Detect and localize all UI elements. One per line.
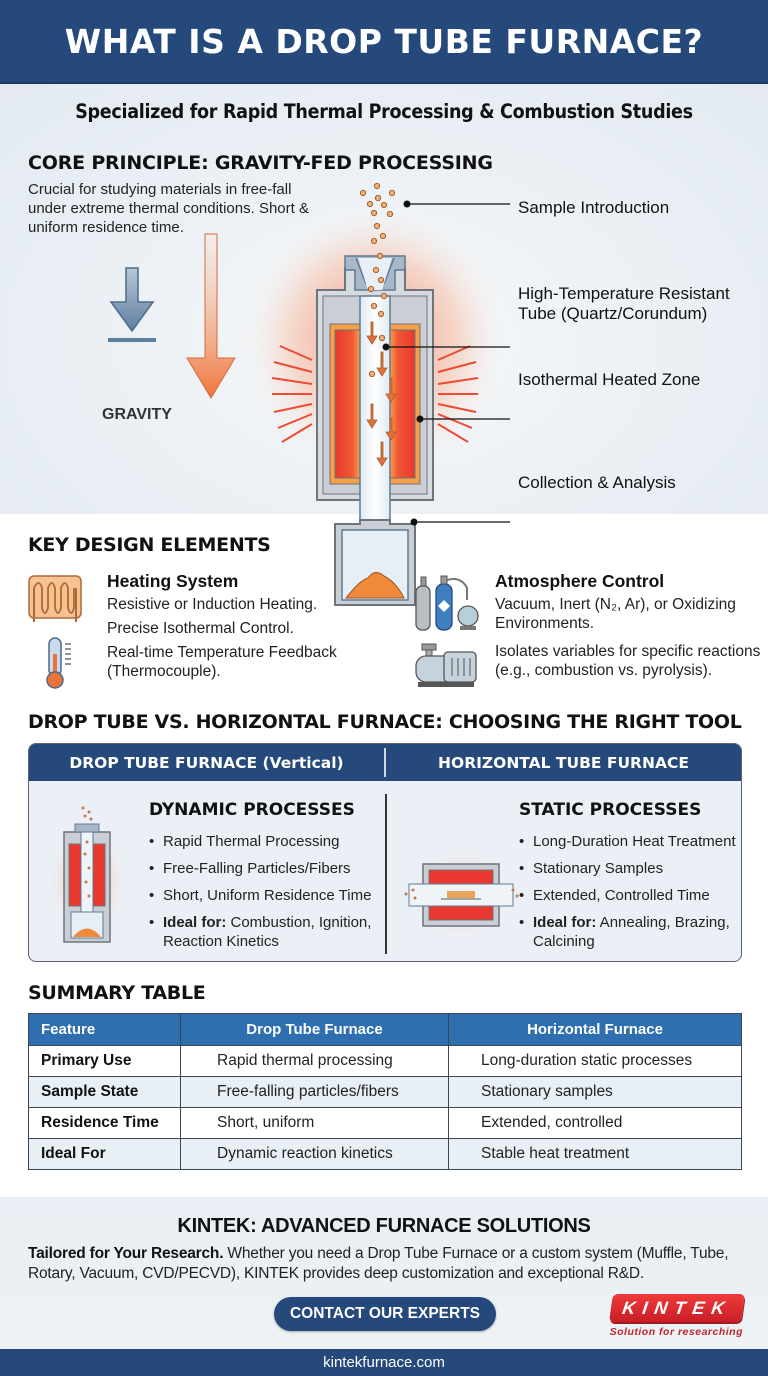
cta-title: KINTEK: ADVANCED FURNACE SOLUTIONS [177, 1215, 591, 1237]
cta-description: Tailored for Your Research. Whether you … [28, 1244, 748, 1284]
comparison-header-row: DROP TUBE FURNACE (Vertical) HORIZONTAL … [29, 744, 741, 781]
list-item: Free-Falling Particles/Fibers [149, 859, 379, 878]
logo-wordmark: KINTEK [609, 1294, 745, 1322]
contact-experts-button[interactable]: CONTACT OUR EXPERTS [274, 1297, 496, 1331]
static-processes-list: Long-Duration Heat Treatment Stationary … [519, 832, 741, 959]
callout-heated-zone: Isothermal Heated Zone [518, 370, 701, 389]
thermometer-icon [46, 637, 71, 689]
title-banner: WHAT IS A DROP TUBE FURNACE? [0, 0, 768, 84]
column-header: Drop Tube Furnace [180, 1013, 449, 1046]
table-row: Primary Use Rapid thermal processing Lon… [28, 1045, 742, 1077]
core-principle-description: Crucial for studying materials in free-f… [28, 181, 309, 236]
table-row: Residence Time Short, uniform Extended, … [28, 1107, 742, 1139]
comparison-heading: DROP TUBE VS. HORIZONTAL FURNACE: CHOOSI… [28, 711, 742, 733]
table-cell: Extended, controlled [448, 1107, 742, 1139]
dynamic-processes-title: DYNAMIC PROCESSES [149, 800, 355, 820]
ideal-label: Ideal for: [163, 914, 227, 931]
atmosphere-line: Isolates variables for specific reaction… [495, 643, 761, 679]
table-cell: Stationary samples [448, 1076, 742, 1108]
mini-horizontal-furnace-icon [404, 846, 519, 942]
ideal-text: Combustion, Ignition, Reaction Kinetics [163, 914, 372, 950]
cta-lead: Tailored for Your Research. [28, 1245, 224, 1262]
callout-collection: Collection & Analysis [518, 473, 676, 492]
subtitle: Specialized for Rapid Thermal Processing… [75, 100, 693, 123]
heating-coil-icon [28, 575, 82, 622]
table-cell: Sample State [28, 1076, 181, 1108]
comparison-panel: DROP TUBE FURNACE (Vertical) HORIZONTAL … [28, 743, 742, 962]
ideal-label: Ideal for: [533, 914, 597, 931]
heating-line: Precise Isothermal Control. [107, 620, 294, 637]
table-row: Ideal For Dynamic reaction kinetics Stab… [28, 1138, 742, 1170]
summary-heading: SUMMARY TABLE [28, 982, 206, 1004]
dynamic-processes-list: Rapid Thermal Processing Free-Falling Pa… [149, 832, 379, 959]
ideal-text: Annealing, Brazing, Calcining [533, 914, 730, 950]
gravity-label: GRAVITY [102, 406, 172, 423]
table-header-row: Feature Drop Tube Furnace Horizontal Fur… [28, 1013, 742, 1046]
column-divider [385, 794, 387, 954]
column-header: Feature [28, 1013, 181, 1046]
table-cell: Ideal For [28, 1138, 181, 1170]
core-principle-heading: CORE PRINCIPLE: GRAVITY-FED PROCESSING [28, 152, 493, 174]
table-cell: Free-falling particles/fibers [180, 1076, 449, 1108]
list-item: Short, Uniform Residence Time [149, 886, 379, 905]
table-cell: Long-duration static processes [448, 1045, 742, 1077]
list-item: Stationary Samples [519, 859, 741, 878]
page-title: WHAT IS A DROP TUBE FURNACE? [64, 21, 704, 61]
table-cell: Short, uniform [180, 1107, 449, 1139]
kintek-logo[interactable]: KINTEK Solution for researching [605, 1294, 745, 1338]
heating-system-block: Heating System Resistive or Induction He… [107, 571, 377, 681]
atmosphere-line: Vacuum, Inert (N₂, Ar), or Oxidizing Env… [495, 596, 736, 632]
cta-section: KINTEK: ADVANCED FURNACE SOLUTIONS Tailo… [0, 1197, 768, 1349]
list-item: Ideal for: Combustion, Ignition, Reactio… [149, 913, 379, 951]
gravity-arrow-icon [108, 267, 156, 342]
vacuum-pump-icon [415, 643, 477, 687]
table-cell: Dynamic reaction kinetics [180, 1138, 449, 1170]
callout-tube-line2: Tube (Quartz/Corundum) [518, 304, 708, 323]
list-item: Extended, Controlled Time [519, 886, 741, 905]
heating-line: Resistive or Induction Heating. [107, 596, 318, 613]
static-processes-title: STATIC PROCESSES [519, 800, 702, 820]
drop-tube-furnace-diagram-icon [235, 182, 515, 606]
atmosphere-control-block: Atmosphere Control Vacuum, Inert (N₂, Ar… [495, 571, 765, 680]
core-principle-section: Specialized for Rapid Thermal Processing… [0, 84, 768, 606]
footer: kintekfurnace.com [0, 1349, 768, 1376]
column-header: Horizontal Furnace [448, 1013, 742, 1046]
gas-cylinders-icon [415, 575, 479, 631]
drop-tube-header: DROP TUBE FURNACE (Vertical) [69, 753, 344, 772]
list-item: Ideal for: Annealing, Brazing, Calcining [519, 913, 741, 951]
list-item: Long-Duration Heat Treatment [519, 832, 741, 851]
website-link[interactable]: kintekfurnace.com [323, 1354, 445, 1371]
table-cell: Residence Time [28, 1107, 181, 1139]
falling-arrow-icon [186, 233, 236, 399]
table-row: Sample State Free-falling particles/fibe… [28, 1076, 742, 1108]
cta-desc-text: Whether you need a Drop Tube Furnace or … [28, 1245, 729, 1282]
header-divider [384, 748, 386, 777]
table-cell: Stable heat treatment [448, 1138, 742, 1170]
callout-tube: High-Temperature Resistant Tube (Quartz/… [518, 284, 730, 324]
heating-system-title: Heating System [107, 571, 239, 591]
key-design-heading: KEY DESIGN ELEMENTS [28, 534, 271, 556]
list-item: Rapid Thermal Processing [149, 832, 379, 851]
table-cell: Primary Use [28, 1045, 181, 1077]
logo-tagline: Solution for researching [609, 1326, 743, 1338]
callout-sample-introduction: Sample Introduction [518, 198, 670, 217]
table-cell: Rapid thermal processing [180, 1045, 449, 1077]
heating-line: Real-time Temperature Feedback (Thermoco… [107, 644, 337, 680]
mini-drop-tube-icon [45, 806, 129, 943]
callout-tube-line1: High-Temperature Resistant [518, 284, 730, 303]
horizontal-header: HORIZONTAL TUBE FURNACE [438, 753, 689, 772]
summary-table: Feature Drop Tube Furnace Horizontal Fur… [28, 1013, 742, 1170]
atmosphere-control-title: Atmosphere Control [495, 571, 665, 591]
